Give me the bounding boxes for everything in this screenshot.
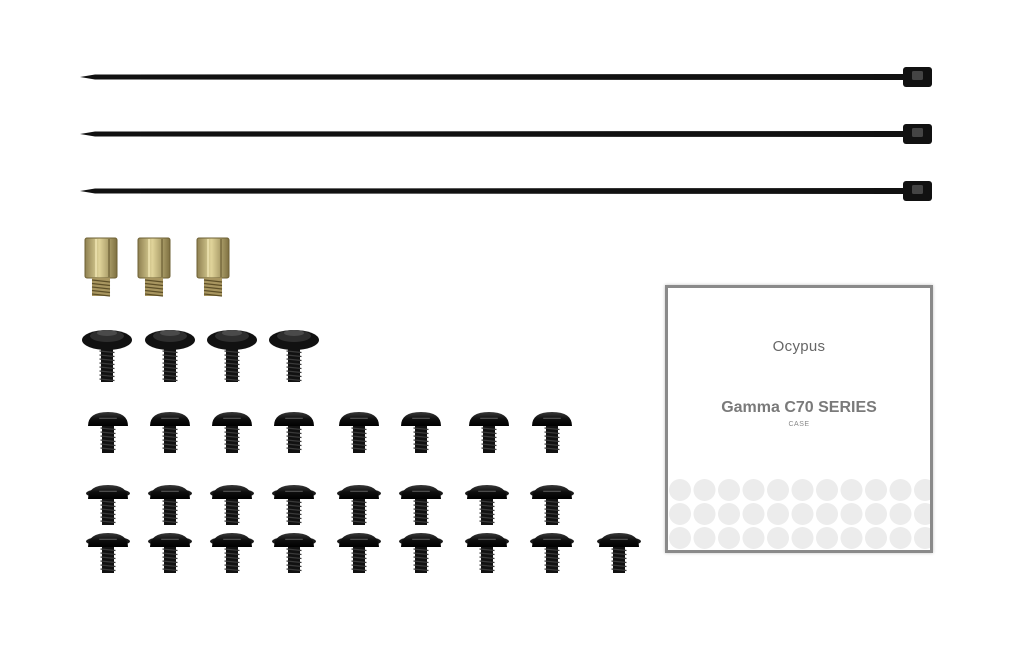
manual-dot — [889, 503, 912, 525]
standoffs-group — [84, 237, 230, 297]
manual-dot — [669, 503, 691, 525]
black-screw — [337, 533, 381, 573]
manual-dot — [914, 503, 930, 525]
black-screw — [150, 412, 190, 453]
black-screw — [86, 485, 130, 525]
manual-dot — [693, 479, 716, 501]
cable-tie — [80, 67, 932, 87]
medium-screws-group — [88, 412, 572, 453]
manual-dot — [791, 479, 814, 501]
brass-standoff — [84, 237, 118, 297]
manual-dot — [767, 479, 789, 501]
manual-booklet: Ocypus Gamma C70 SERIES CASE — [665, 285, 933, 553]
black-screw — [597, 533, 641, 573]
large-flange-screw — [145, 330, 195, 382]
cable-tie — [80, 181, 932, 201]
cable-ties-group — [80, 67, 932, 201]
black-screw — [86, 533, 130, 573]
manual-dot — [865, 479, 887, 501]
brass-standoff — [137, 237, 171, 297]
manual-dot — [767, 503, 789, 525]
manual-dot — [816, 503, 838, 525]
manual-title: Gamma C70 SERIES — [721, 399, 877, 416]
manual-dot — [840, 527, 863, 549]
black-screw — [339, 412, 379, 453]
black-screw — [465, 533, 509, 573]
manual-dot — [693, 527, 716, 549]
manual-dot — [742, 503, 765, 525]
manual-dot — [767, 527, 789, 549]
black-screw — [530, 485, 574, 525]
black-screw — [532, 412, 572, 453]
manual-dot — [718, 527, 740, 549]
manual-dot — [816, 527, 838, 549]
cable-tie — [80, 124, 932, 144]
black-screw — [465, 485, 509, 525]
manual-dot — [742, 527, 765, 549]
black-screw — [274, 412, 314, 453]
manual-dot — [840, 479, 863, 501]
large-screws-group — [82, 330, 319, 382]
manual-dot — [914, 479, 930, 501]
manual-dot — [889, 479, 912, 501]
brass-standoff — [196, 237, 230, 297]
black-screw — [148, 533, 192, 573]
manual-dot — [742, 479, 765, 501]
black-screw — [272, 485, 316, 525]
manual-dot — [718, 503, 740, 525]
black-screw — [399, 533, 443, 573]
black-screw — [88, 412, 128, 453]
black-screw — [530, 533, 574, 573]
manual-dot — [669, 527, 691, 549]
manual-dot — [791, 527, 814, 549]
manual-dot — [669, 479, 691, 501]
manual-dot — [693, 503, 716, 525]
manual-subtitle: CASE — [788, 421, 810, 428]
manual-dot-pattern — [669, 479, 930, 549]
manual-dot — [914, 527, 930, 549]
black-screw — [399, 485, 443, 525]
large-flange-screw — [82, 330, 132, 382]
black-screw — [210, 485, 254, 525]
black-screw — [401, 412, 441, 453]
black-screw — [210, 533, 254, 573]
manual-brand: Ocypus — [772, 338, 826, 355]
manual-dot — [865, 503, 887, 525]
manual-dot — [816, 479, 838, 501]
manual-dot — [791, 503, 814, 525]
black-screw — [469, 412, 509, 453]
black-screw — [212, 412, 252, 453]
manual-dot — [718, 479, 740, 501]
black-screw — [148, 485, 192, 525]
small-screws-group — [86, 485, 641, 573]
large-flange-screw — [207, 330, 257, 382]
manual-dot — [840, 503, 863, 525]
manual-dot — [865, 527, 887, 549]
manual-dot — [889, 527, 912, 549]
black-screw — [272, 533, 316, 573]
black-screw — [337, 485, 381, 525]
large-flange-screw — [269, 330, 319, 382]
